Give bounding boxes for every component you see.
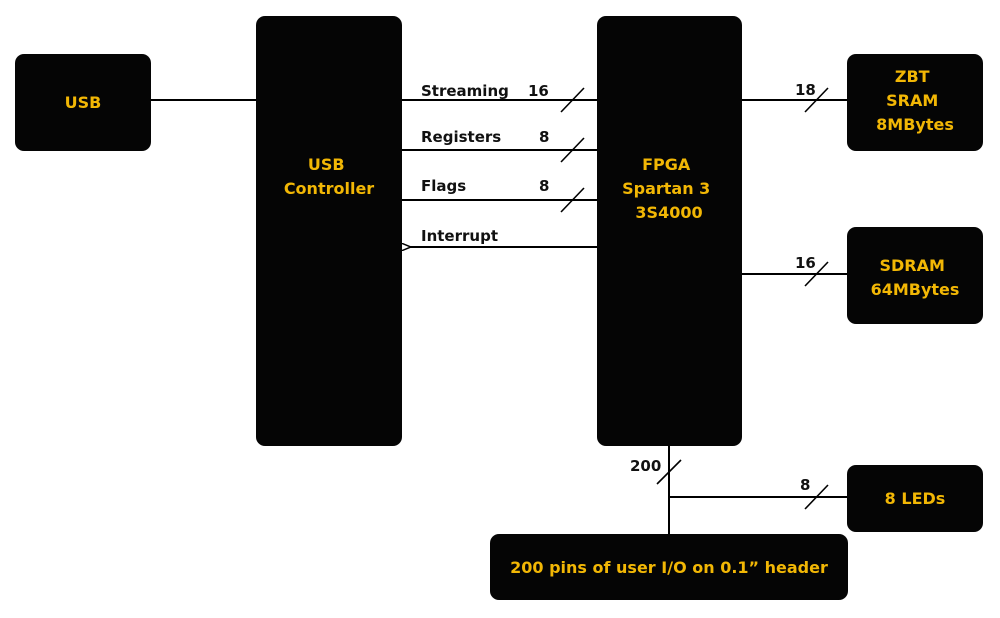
sdram-bus-width: 16 (795, 254, 816, 272)
flags-width: 8 (539, 177, 549, 195)
registers-bus-slash (560, 137, 585, 163)
registers-width: 8 (539, 128, 549, 146)
usb-controller-label-line2: Controller (284, 179, 374, 198)
sdram-bus-slash (804, 261, 829, 287)
led-bus-slash (804, 484, 829, 510)
usb-controller-label-line1: USB (308, 155, 345, 174)
fpga-label-line3: 3S4000 (635, 203, 702, 222)
streaming-label: Streaming (421, 82, 509, 100)
zbt-sram-label-line1: ZBT (895, 67, 930, 86)
zbt-sram-block (847, 54, 983, 151)
streaming-width: 16 (528, 82, 549, 100)
io-bus-slash (656, 459, 682, 485)
flags-label: Flags (421, 177, 466, 195)
fpga-block (597, 16, 742, 446)
svg-text:USB Controller: USB Controller (284, 155, 374, 198)
svg-text:FPGA Spartan 3 3S4000: FPGA Spartan 3 3S4000 (622, 155, 716, 222)
svg-text:USB: USB (65, 93, 102, 112)
usb-label: USB (65, 93, 102, 112)
zbt-bus-width: 18 (795, 81, 816, 99)
header-label: 200 pins of user I/O on 0.1” header (510, 558, 828, 577)
streaming-bus-slash (560, 87, 585, 113)
interrupt-label: Interrupt (421, 227, 498, 245)
svg-text:200 pins of user I/O on 0.1” h: 200 pins of user I/O on 0.1” header (510, 558, 828, 577)
sdram-label-line1: SDRAM (879, 256, 944, 275)
usb-block (15, 54, 151, 151)
fpga-label-line2: Spartan 3 (622, 179, 710, 198)
flags-bus-slash (560, 187, 585, 213)
registers-label: Registers (421, 128, 501, 146)
led-bus-width: 8 (800, 476, 810, 494)
usb-controller-block (256, 16, 402, 446)
zbt-sram-label-line3: 8MBytes (876, 115, 954, 134)
zbt-sram-label-line2: SRAM (886, 91, 938, 110)
svg-text:SDRAM 64MBytes: SDRAM 64MBytes (871, 256, 960, 299)
fpga-label-line1: FPGA (642, 155, 691, 174)
sdram-label-line2: 64MBytes (871, 280, 960, 299)
io-bus-width: 200 (630, 457, 661, 475)
leds-label: 8 LEDs (885, 489, 946, 508)
zbt-bus-slash (804, 87, 829, 113)
sdram-block (847, 227, 983, 324)
svg-text:8 LEDs: 8 LEDs (885, 489, 946, 508)
svg-text:ZBT SRAM 8MBytes: ZBT SRAM 8MBytes (876, 67, 954, 134)
leds-block (847, 465, 983, 532)
header-block (490, 534, 848, 600)
